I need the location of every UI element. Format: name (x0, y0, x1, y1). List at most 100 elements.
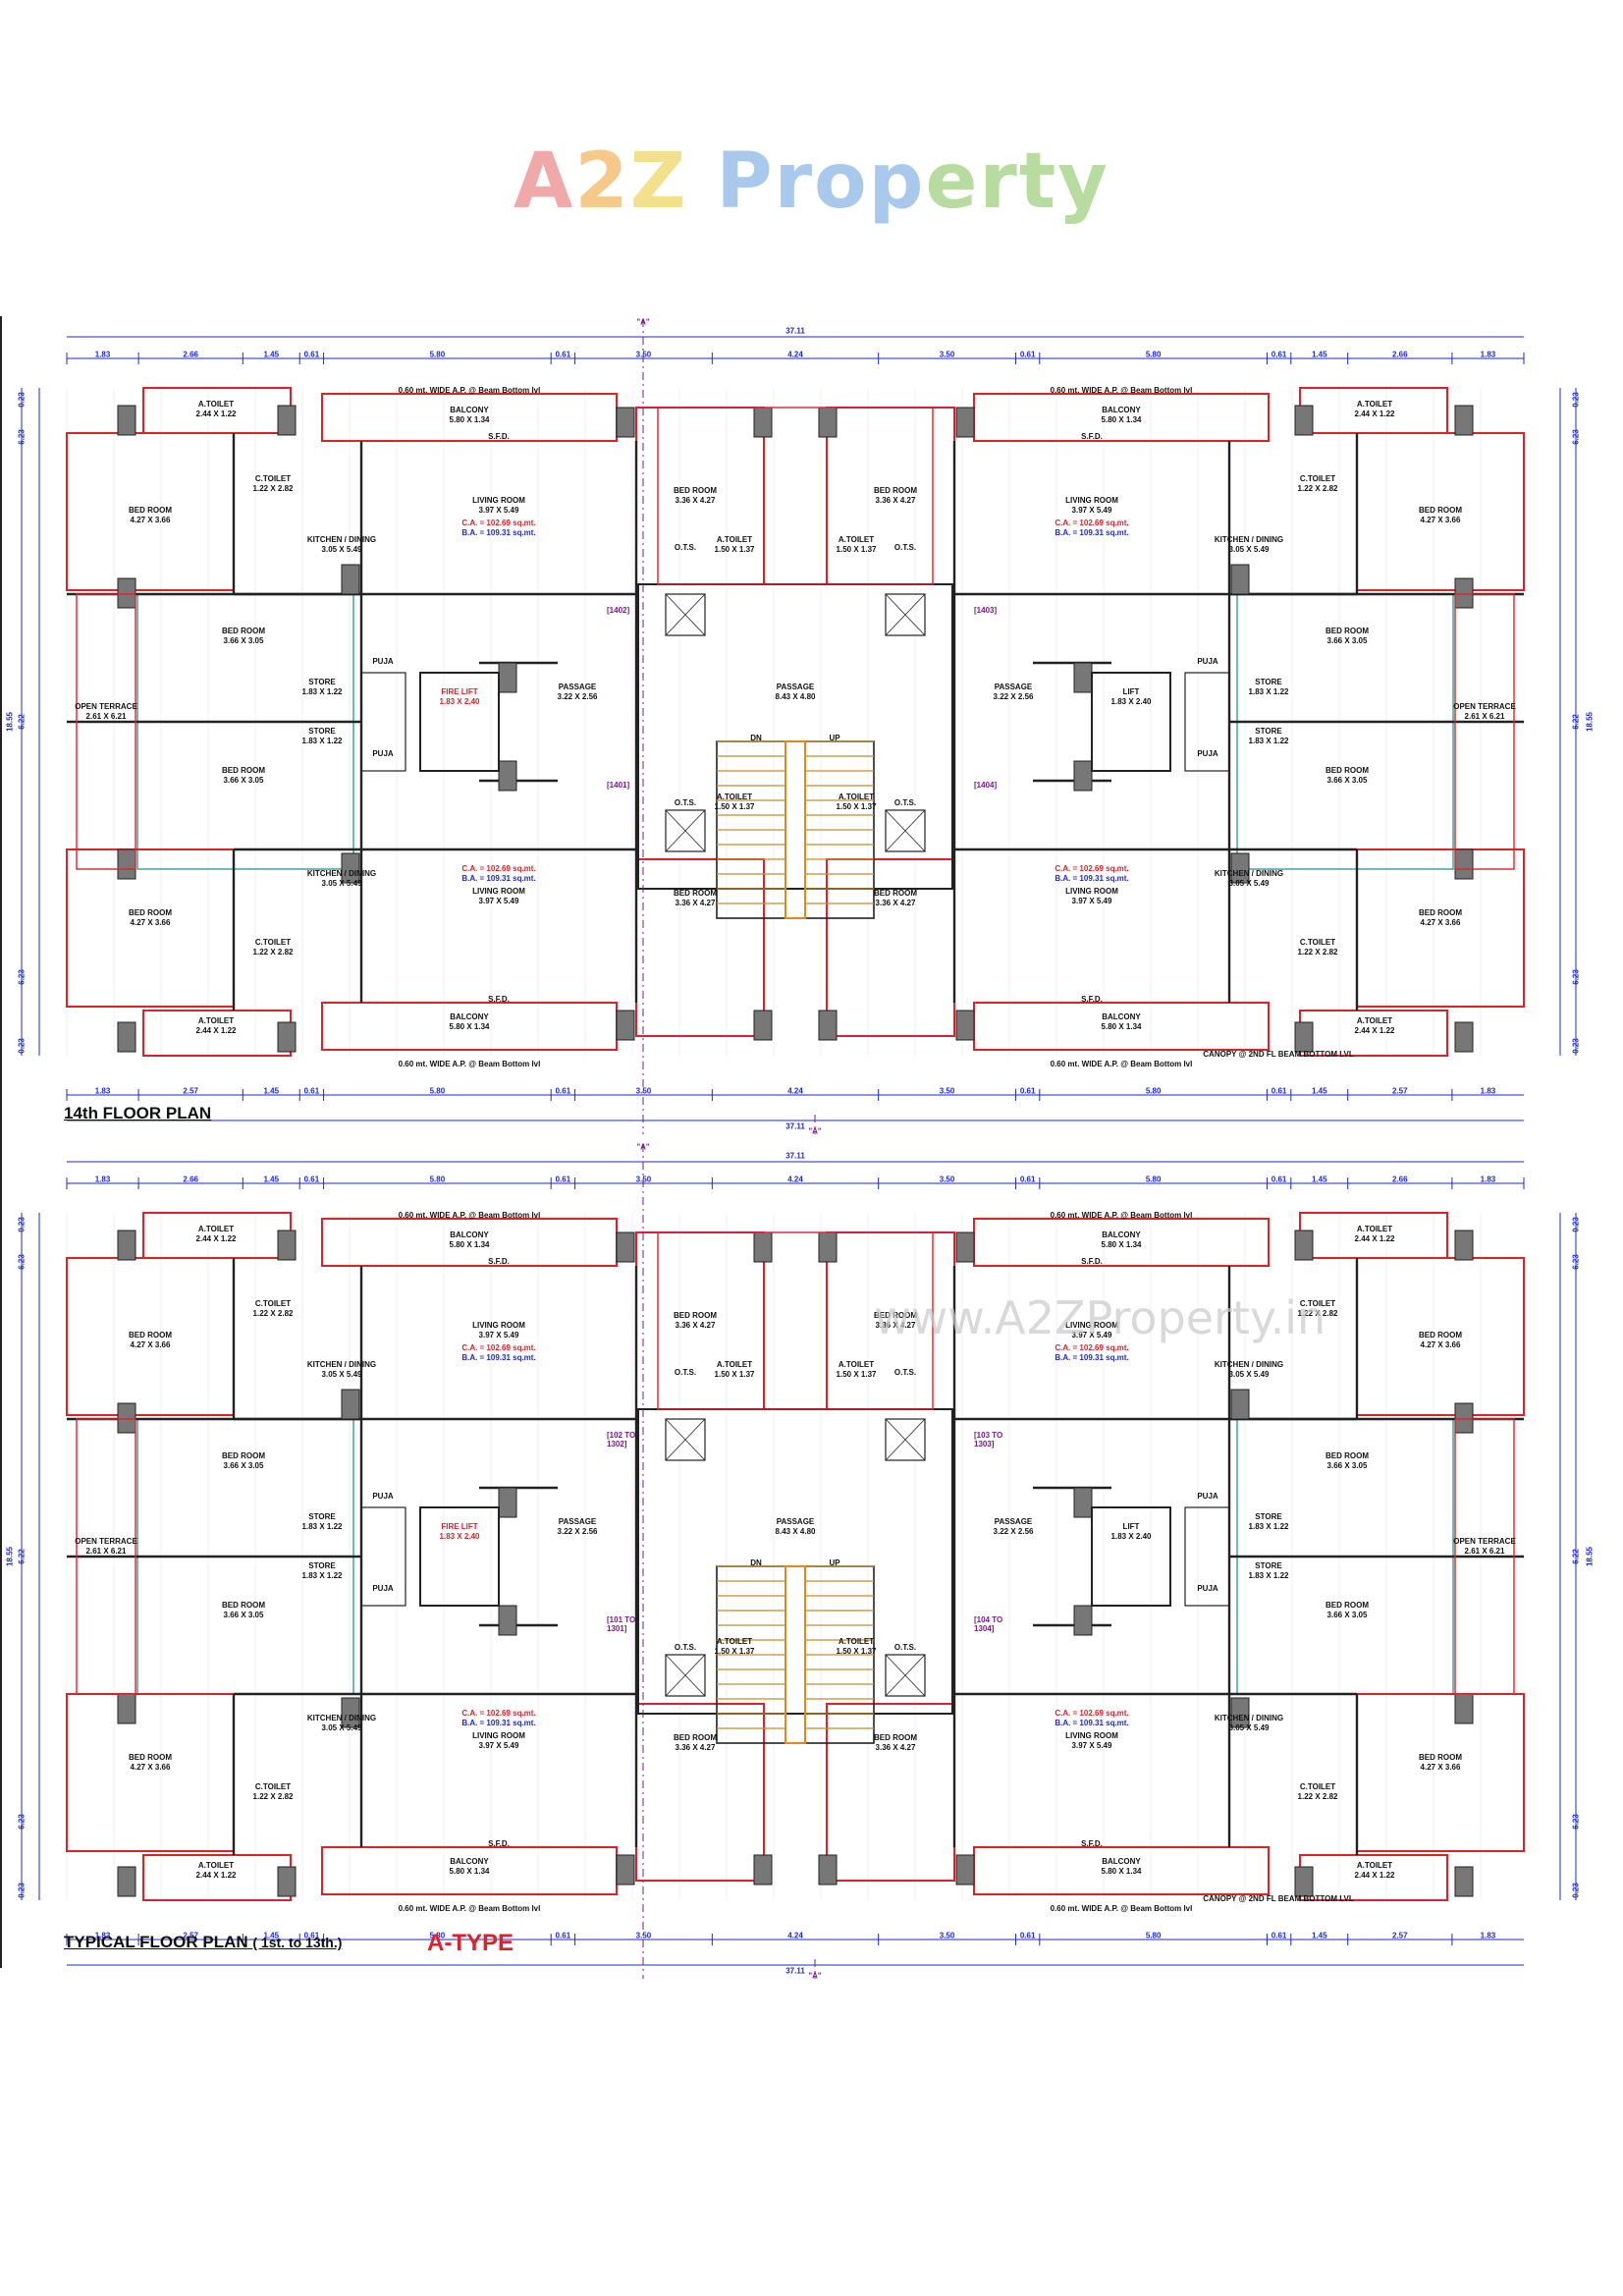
room-label-line: CANOPY @ 2ND FL BEAM BOTTOM LVL (1203, 1894, 1354, 1903)
overall-dimension-bottom: 37.11 (785, 1121, 805, 1131)
canopy-note: CANOPY @ 2ND FL BEAM BOTTOM LVL (1203, 1050, 1353, 1060)
room-label-line: 3.97 X 5.49 (478, 506, 519, 515)
room-label-line: BALCONY (450, 1012, 489, 1021)
site-logo: A2Z Property (0, 137, 1623, 226)
room-label-line: 1.83 X 1.22 (1248, 1571, 1289, 1580)
room-label-line: PUJA (372, 1584, 394, 1593)
room-label-line: 5.80 X 1.34 (1101, 1240, 1142, 1249)
segment-dimension-bottom: 1.83 (1480, 1931, 1496, 1941)
room-label-line: 4.27 X 3.66 (130, 516, 171, 524)
room-label-line: 5.80 X 1.34 (449, 1022, 490, 1031)
area-label: C.A. = 102.69 sq.mt.B.A. = 109.31 sq.mt. (461, 519, 535, 538)
room-label-line: A.TOILET (716, 793, 753, 801)
room-label-line: 2.44 X 1.22 (1354, 1234, 1395, 1243)
room-label-line: 1.50 X 1.37 (836, 802, 877, 811)
room-label-line: 2.44 X 1.22 (1354, 1871, 1395, 1880)
room-label-line: STORE (1255, 1561, 1282, 1570)
room-label-line: 3.66 X 3.05 (1326, 776, 1368, 785)
room-label-line: LIVING ROOM (1065, 496, 1118, 505)
sfd-label: S.F.D. (488, 995, 510, 1005)
ots-label: O.T.S. (894, 1368, 916, 1378)
room-label-line: PUJA (372, 657, 394, 666)
ots-label: O.T.S. (675, 1368, 696, 1378)
room-label-line: C.A. = 102.69 sq.mt. (1055, 1709, 1129, 1718)
room-label-line: 1.83 X 1.22 (301, 737, 343, 745)
segment-dimension-top: 1.45 (263, 1175, 280, 1184)
segment-dimension-top: 2.66 (1392, 350, 1408, 359)
room-label-line: 3.36 X 4.27 (875, 1321, 916, 1330)
puja-label: PUJA (372, 657, 393, 667)
room-label-line: 3.97 X 5.49 (478, 1331, 519, 1339)
puja-label: PUJA (372, 1584, 393, 1594)
side-dimension-left: 0.23 (17, 392, 27, 408)
room-label-line: 3.36 X 4.27 (875, 496, 916, 505)
room-label-line: 1.83 X 1.22 (301, 687, 343, 696)
room-label-line: 3.22 X 2.56 (993, 1527, 1034, 1536)
logo-letter-a: A (514, 137, 575, 226)
room-label-line: 3.66 X 3.05 (223, 776, 264, 785)
room-label-line: C.A. = 102.69 sq.mt. (1055, 519, 1129, 527)
segment-dimension-bottom: 2.57 (1392, 1931, 1408, 1941)
room-label-line: OPEN TERRACE (1453, 1537, 1516, 1546)
room-label-line: BED ROOM (674, 486, 717, 495)
room-label-line: KITCHEN / DINING (306, 1360, 377, 1369)
room-label-line: C.TOILET (1299, 938, 1336, 947)
room-label-line: BED ROOM (1419, 1753, 1462, 1762)
room-label-line: OPEN TERRACE (75, 1537, 137, 1546)
sfd-label: S.F.D. (1081, 432, 1103, 442)
room-label-line: STORE (308, 1512, 336, 1521)
room-label-line: PASSAGE (994, 1517, 1033, 1526)
flat-number-label: [1404] (974, 781, 998, 790)
room-label-line: STORE (1255, 727, 1282, 736)
room-label-line: KITCHEN / DINING (1214, 1360, 1284, 1369)
room-label-line: LIFT (1122, 1522, 1140, 1531)
flat-number-label: [1402] (607, 606, 630, 615)
room-label-line: C.TOILET (1299, 474, 1336, 483)
room-label-line: 3.36 X 4.27 (675, 1321, 716, 1330)
flat-number-label: [104 TO 1304] (974, 1615, 1003, 1633)
room-label-line: BED ROOM (129, 908, 172, 917)
room-label-line: 4.27 X 3.66 (130, 1340, 171, 1349)
room-label-line: DN (750, 1558, 762, 1567)
axis-marker-bottom: "A" (808, 1971, 822, 1981)
ots-label: O.T.S. (675, 798, 696, 808)
room-label-line: 4.27 X 3.66 (1420, 1340, 1461, 1349)
segment-dimension-bottom: 0.61 (555, 1931, 571, 1941)
segment-dimension-top: 0.61 (1271, 350, 1287, 359)
side-dimension-left: 6.23 (17, 429, 27, 445)
room-label-line: 3.22 X 2.56 (557, 692, 598, 701)
segment-dimension-bottom: 1.45 (263, 1931, 280, 1941)
sfd-label: S.F.D. (1081, 1257, 1103, 1267)
room-label-line: 1.50 X 1.37 (836, 545, 877, 554)
room-label-line: O.T.S. (893, 1368, 917, 1377)
room-label-line: 3.66 X 3.05 (223, 1461, 264, 1470)
floor-plan-drawing (21, 1144, 1577, 1979)
total-height-right: 18.55 (1585, 711, 1595, 733)
room-label-line: 3.36 X 4.27 (875, 1743, 916, 1752)
puja-label: PUJA (1197, 657, 1217, 667)
room-label-line: 2.44 X 1.22 (1354, 410, 1395, 418)
room-label-line: 1.22 X 2.82 (252, 1309, 294, 1318)
segment-dimension-bottom: 5.80 (429, 1086, 446, 1096)
room-label-line: BED ROOM (1419, 506, 1462, 515)
room-label-line: PUJA (1197, 657, 1218, 666)
ap-note: 0.60 mt. WIDE A.P. @ Beam Bottom lvl (399, 1904, 541, 1914)
